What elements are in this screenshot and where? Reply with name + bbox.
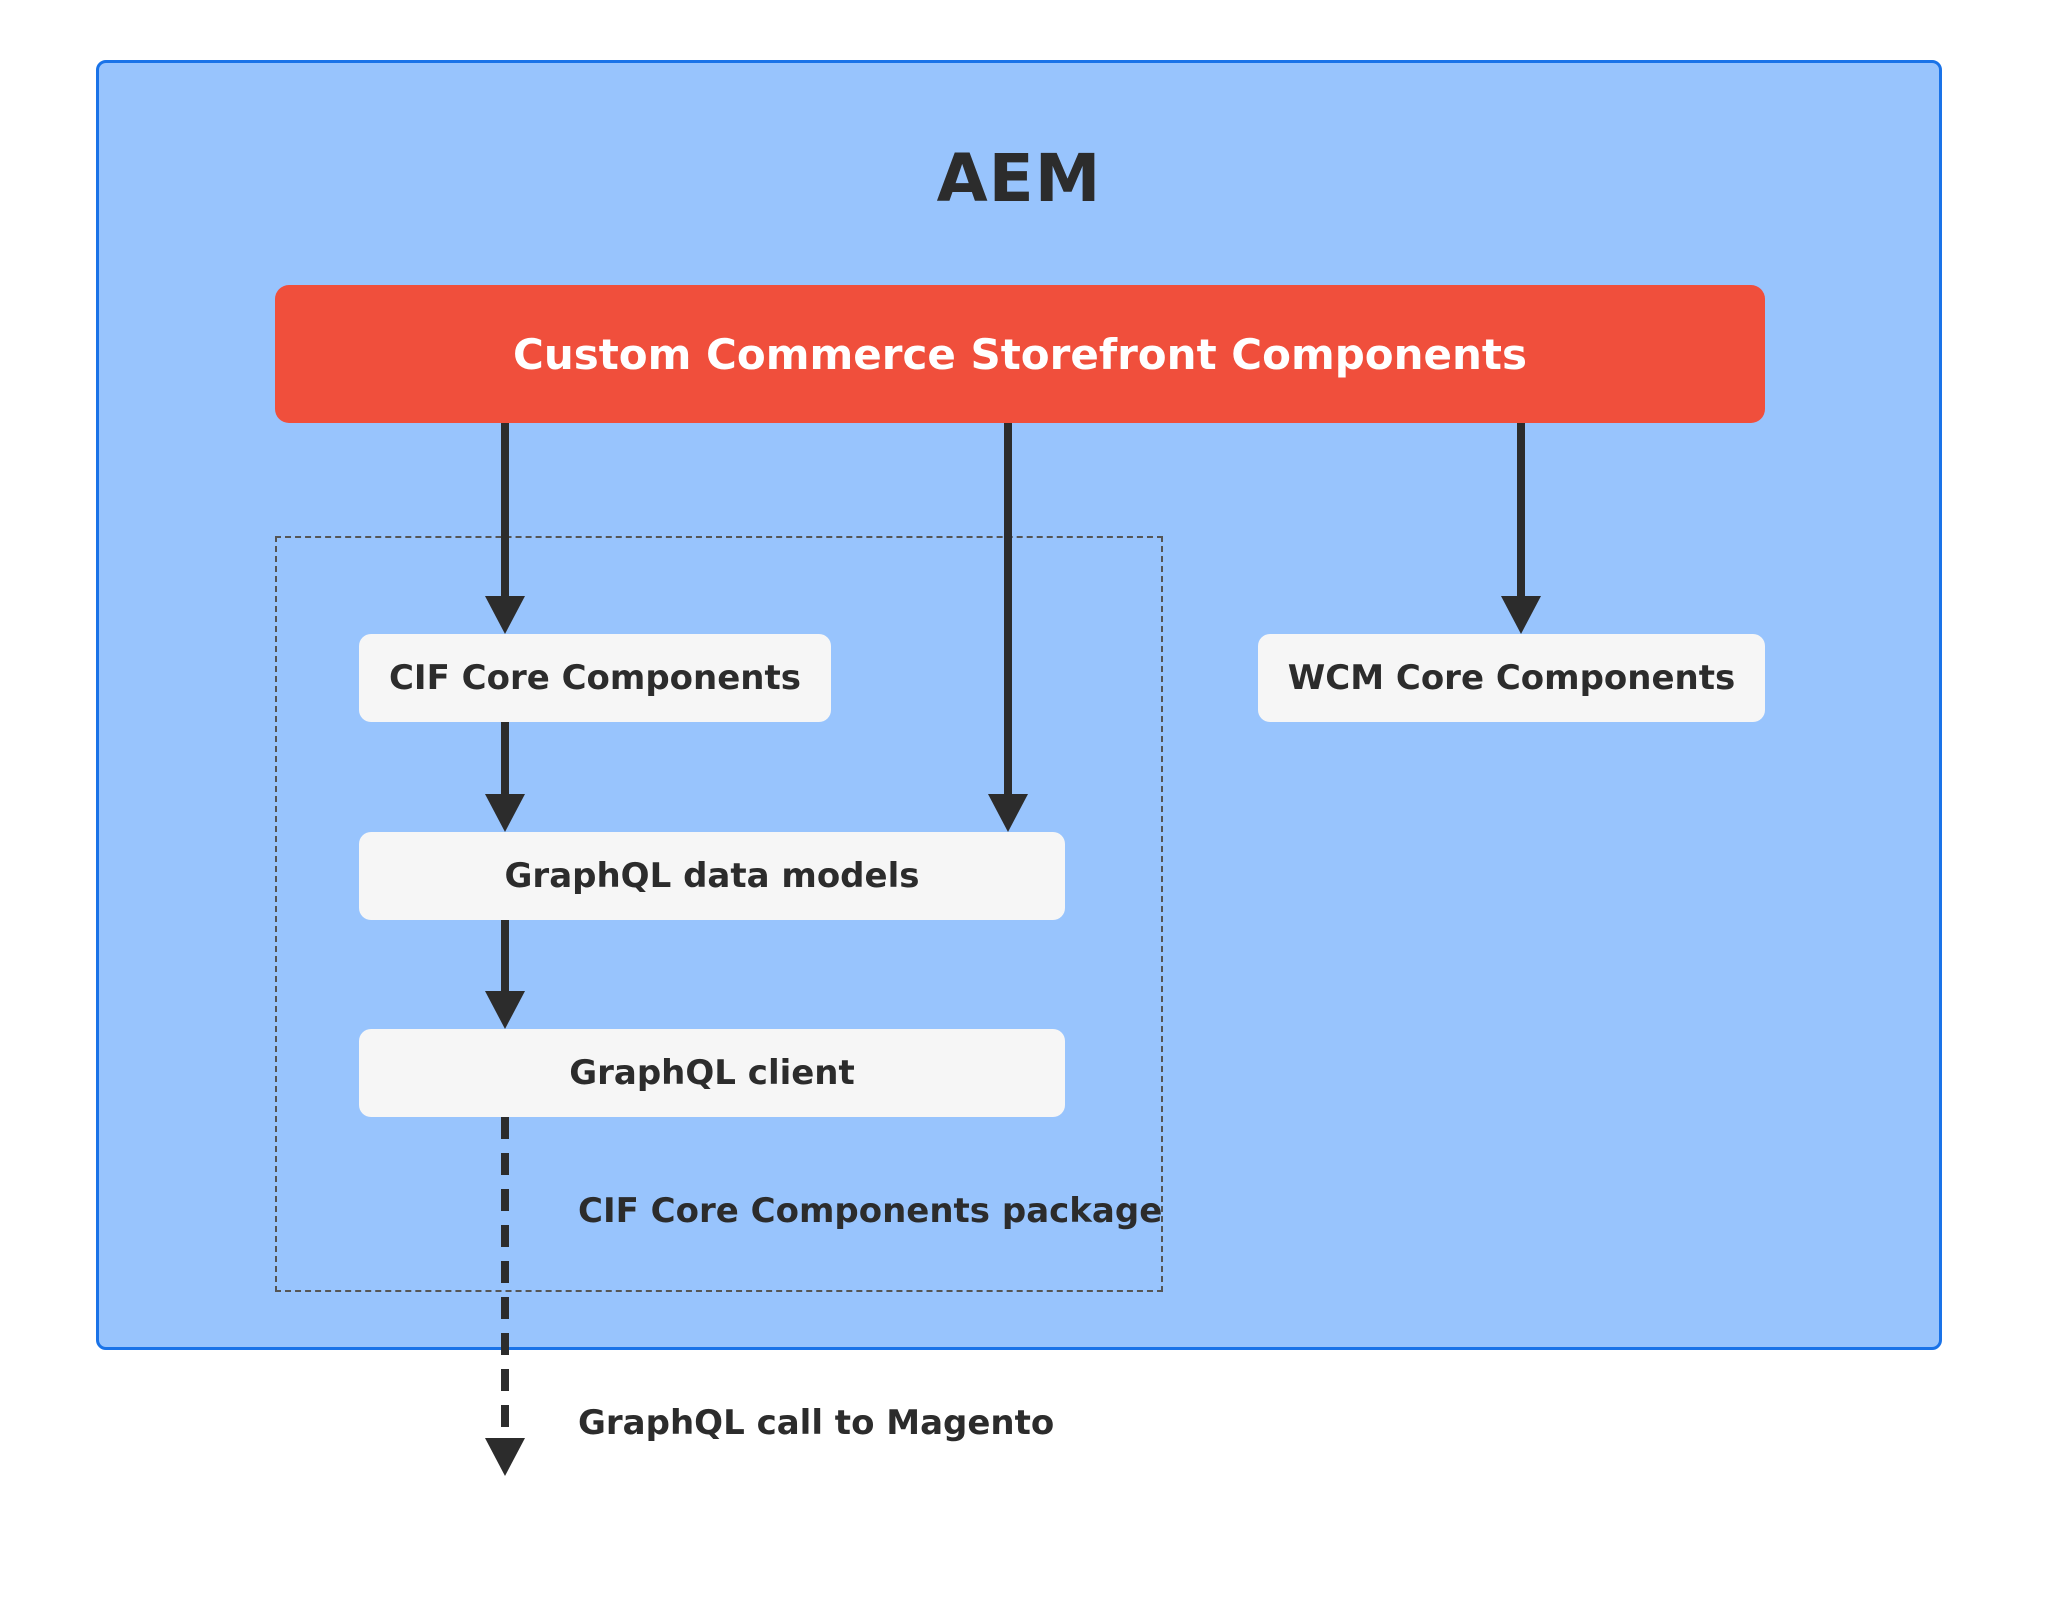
graphql-data-models-box: GraphQL data models xyxy=(359,832,1065,920)
custom-storefront-components-box: Custom Commerce Storefront Components xyxy=(275,285,1765,423)
cif-core-package-boundary xyxy=(275,536,1163,1292)
cif-core-components-box: CIF Core Components xyxy=(359,634,831,722)
wcm-core-components-box: WCM Core Components xyxy=(1258,634,1765,722)
cif-core-components-label: CIF Core Components xyxy=(388,658,802,698)
custom-storefront-components-label: Custom Commerce Storefront Components xyxy=(513,329,1527,379)
cif-core-package-label: CIF Core Components package xyxy=(578,1191,1163,1231)
graphql-client-label: GraphQL client xyxy=(569,1053,855,1093)
graphql-data-models-label: GraphQL data models xyxy=(504,856,920,896)
graphql-client-box: GraphQL client xyxy=(359,1029,1065,1117)
aem-title: AEM xyxy=(936,140,1102,217)
graphql-call-label: GraphQL call to Magento xyxy=(578,1403,1055,1443)
wcm-core-components-label: WCM Core Components xyxy=(1287,658,1736,698)
